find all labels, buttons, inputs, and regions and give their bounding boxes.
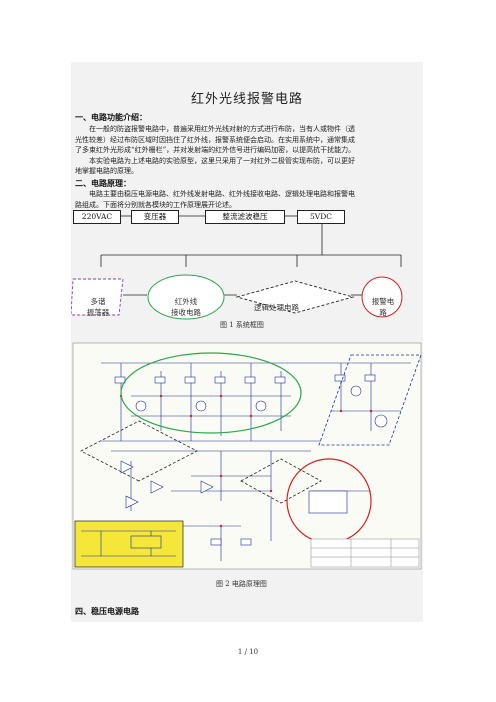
box-transformer: 变压器 xyxy=(131,210,179,224)
box-rectifier: 整流滤波稳压 xyxy=(205,210,285,224)
oscillator-block xyxy=(71,278,124,316)
ir-receive-label: 红外线 接收电路 xyxy=(156,296,216,318)
page-title: 红外光线报警电路 xyxy=(190,92,303,107)
text-line: 红外线 xyxy=(174,297,198,306)
oscillator-label: 多谐 振荡器 xyxy=(78,296,118,318)
figure1-caption: 图 1 系统框图 xyxy=(220,321,264,329)
power-supply-wires xyxy=(81,530,176,557)
text-line: 地掌握电路的原理。 xyxy=(75,167,138,175)
section4-heading: 四、稳压电源电路 xyxy=(75,607,139,616)
text-line: 路组成。下面将分别就各模块的工作原理展开论述。 xyxy=(75,200,236,209)
section2-heading: 二、电路原理： xyxy=(75,179,131,188)
schematic-nodes xyxy=(119,394,373,528)
text-line: 本实验电路为上述电路的实验原型，这里只采用了一对红外二极管实现布防，可以更好 xyxy=(89,156,355,165)
text-line: 报警电 xyxy=(371,297,395,306)
alarm-label: 报警电 路 xyxy=(368,296,398,318)
box-220vac: 220VAC xyxy=(73,210,121,224)
text-line: 电路主要由稳压电源电路、红外线发射电路、红外线接收电路、逻辑处理电路和报警电 xyxy=(89,190,355,198)
power-supply-highlight xyxy=(74,520,184,568)
figure2-caption: 图 2 电路原理图 xyxy=(216,580,267,588)
section1-para1: 在一般的防盗报警电路中，普遍采用红外光线对射的方式进行布防，当有人或物件（透 光… xyxy=(75,124,421,177)
circuit-schematic xyxy=(72,342,422,570)
section2-para: 电路主要由稳压电源电路、红外线发射电路、红外线接收电路、逻辑处理电路和报警电 路… xyxy=(75,189,421,210)
text-line: 在一般的防盗报警电路中，普遍采用红外光线对射的方式进行布防，当有人或物件（透 xyxy=(89,125,355,133)
ir-receive-highlight xyxy=(120,352,302,434)
text-line: 光性较差）经过布防区域时因挡住了红外线，报警系统便会启动。在实用系统中，通常集成 xyxy=(75,135,355,144)
alarm-block xyxy=(361,276,403,318)
text-line: 多谐 xyxy=(90,297,106,306)
title-block xyxy=(310,538,420,568)
section1-heading: 一、电路功能介绍： xyxy=(75,113,147,122)
logic-label: 逻辑处理电路 xyxy=(254,303,299,312)
schematic-wires xyxy=(81,362,411,561)
box-5vdc: 5VDC xyxy=(297,210,345,224)
page-number: 1 / 10 xyxy=(237,648,259,656)
text-line: 振荡器 xyxy=(86,308,110,317)
text-line: 接收电路 xyxy=(171,308,201,317)
text-line: 了多束红外光形成“红外栅栏”，并对发射端的红外信号进行编码加密，以提高抗干扰能力… xyxy=(75,146,356,154)
ir-receive-block xyxy=(147,274,225,320)
text-line: 路 xyxy=(379,308,387,317)
oscillator-highlight xyxy=(80,420,198,482)
logic-block xyxy=(235,280,355,314)
logic-highlight xyxy=(240,458,322,504)
alarm-output-highlight xyxy=(318,354,422,446)
block-diagram xyxy=(71,215,403,320)
